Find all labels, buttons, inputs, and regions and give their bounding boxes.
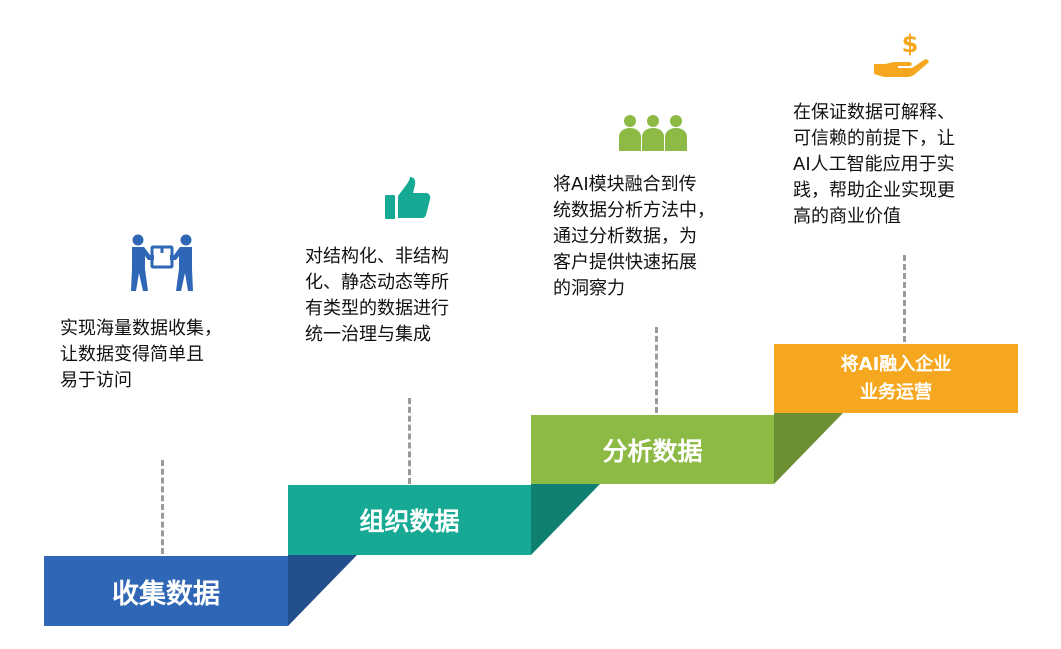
step-4-description: 在保证数据可解释、 可信赖的前提下，让 AI人工智能应用于实 践，帮助企业实现更… xyxy=(793,102,955,227)
hand-with-dollar-coin-icon: $ xyxy=(874,30,929,77)
connector-line-step-4 xyxy=(903,255,906,342)
step-1-bar: 收集数据 xyxy=(44,556,288,626)
step-shadow-3 xyxy=(774,413,843,484)
thumbs-up-icon xyxy=(385,177,431,219)
step-4-label: 将AI融入企业 业务运营 xyxy=(840,353,952,403)
step-2-bar: 组织数据 xyxy=(288,485,531,555)
step-4-bar: 将AI融入企业 业务运营 xyxy=(774,344,1018,413)
step-2-description: 对结构化、非结构 化、静态动态等所 有类型的数据进行 统一治理与集成 xyxy=(305,246,449,345)
connector-line-step-2 xyxy=(408,398,411,484)
people-carrying-box-icon xyxy=(131,234,193,291)
connector-line-step-3 xyxy=(655,327,658,413)
step-1-label: 收集数据 xyxy=(112,578,220,610)
step-shadow-2 xyxy=(531,484,600,555)
step-2-label: 组织数据 xyxy=(359,507,460,536)
step-1-description: 实现海量数据收集， 让数据变得简单且 易于访问 xyxy=(60,318,222,391)
connector-line-step-1 xyxy=(161,460,164,554)
team-group-icon xyxy=(619,115,687,151)
step-3-bar: 分析数据 xyxy=(531,415,774,484)
step-3-description: 将AI模块融合到传 统数据分析方法中， 通过分析数据，为 客户提供快速拓展 的洞… xyxy=(553,174,715,299)
svg-text:$: $ xyxy=(902,30,919,58)
step-3-label: 分析数据 xyxy=(602,436,703,466)
step-shadow-1 xyxy=(288,555,357,626)
